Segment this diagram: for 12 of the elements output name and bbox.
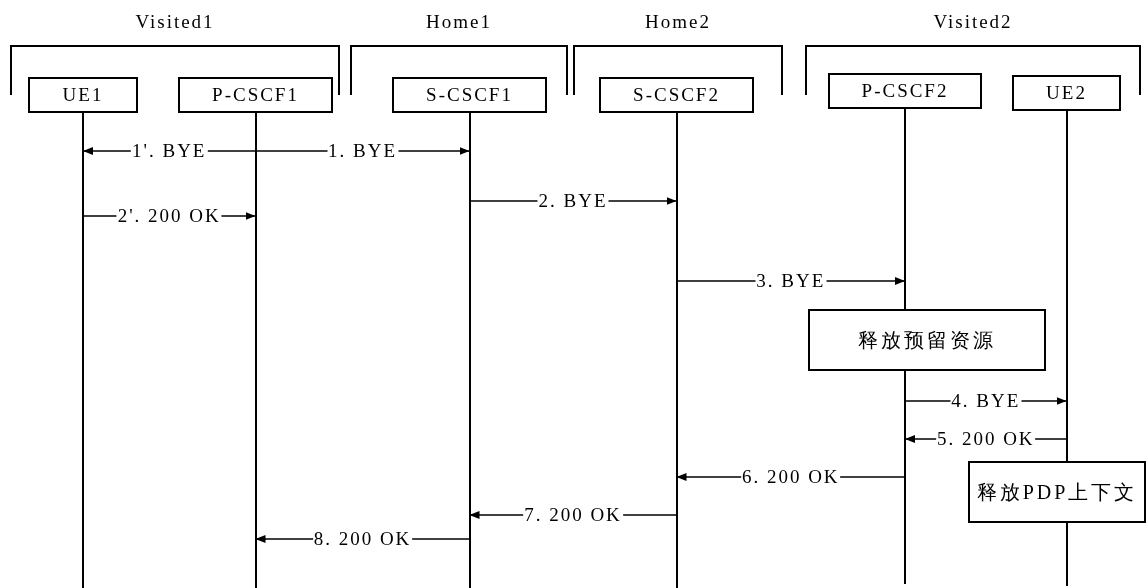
participant-box: UE2 bbox=[1012, 75, 1121, 111]
participant-box: UE1 bbox=[28, 77, 138, 113]
action-box: 释放预留资源 bbox=[808, 309, 1046, 371]
group-heading: Visited1 bbox=[134, 10, 216, 34]
group-heading: Home2 bbox=[644, 10, 712, 34]
participant-box: S-CSCF2 bbox=[599, 77, 754, 113]
action-box: 释放PDP上下文 bbox=[968, 461, 1146, 523]
group-heading: Visited2 bbox=[932, 10, 1014, 34]
participant-box: P-CSCF1 bbox=[178, 77, 333, 113]
participant-box: S-CSCF1 bbox=[392, 77, 547, 113]
group-heading: Home1 bbox=[425, 10, 493, 34]
participant-box: P-CSCF2 bbox=[828, 73, 982, 109]
